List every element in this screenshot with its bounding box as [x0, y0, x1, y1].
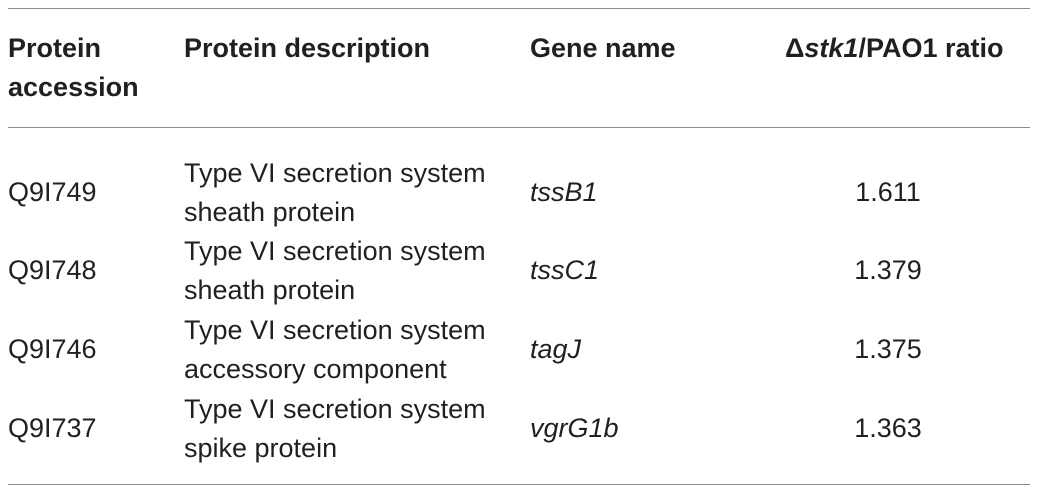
header-protein-description: Protein description	[184, 33, 431, 63]
table-header-row: Protein accession Protein description Ge…	[8, 9, 1030, 127]
cell-accession: Q9I746	[8, 334, 97, 364]
cell-description: Type VI secretion system sheath protein	[184, 232, 486, 310]
cell-ratio: 1.363	[854, 413, 922, 443]
cell-ratio: 1.611	[855, 177, 921, 207]
cell-gene: vgrG1b	[530, 413, 619, 443]
header-accession-line-1: Protein	[8, 33, 102, 63]
table-row: Q9I748 Type VI secretion system sheath p…	[8, 232, 1030, 310]
table-bottom-rule	[8, 484, 1030, 485]
cell-description: Type VI secretion system accessory compo…	[184, 311, 486, 389]
header-gene-name: Gene name	[530, 33, 676, 63]
header-ratio-delta: Δ	[785, 33, 805, 63]
cell-gene: tssB1	[530, 177, 598, 207]
cell-accession: Q9I737	[8, 413, 97, 443]
header-ratio-gene: stk1	[804, 33, 859, 63]
cell-description-line-1: Type VI secretion system	[184, 394, 486, 424]
header-ratio-suffix: /PAO1 ratio	[858, 33, 1004, 63]
cell-ratio: 1.379	[854, 255, 922, 285]
table-row: Q9I737 Type VI secretion system spike pr…	[8, 390, 1030, 468]
cell-description-line-2: sheath protein	[184, 275, 356, 305]
cell-description: Type VI secretion system spike protein	[184, 390, 486, 468]
table-header-rule	[8, 127, 1030, 128]
header-protein-accession: Protein accession	[8, 29, 139, 107]
table-top-rule	[8, 8, 1030, 9]
table-row: Q9I746 Type VI secretion system accessor…	[8, 311, 1030, 389]
cell-accession: Q9I749	[8, 177, 97, 207]
cell-description-line-1: Type VI secretion system	[184, 315, 486, 345]
cell-accession: Q9I748	[8, 255, 97, 285]
cell-gene: tagJ	[530, 334, 582, 364]
cell-ratio: 1.375	[854, 334, 922, 364]
cell-description-line-1: Type VI secretion system	[184, 236, 486, 266]
table-body: Q9I749 Type VI secretion system sheath p…	[8, 128, 1030, 484]
table-row: Q9I749 Type VI secretion system sheath p…	[8, 154, 1030, 232]
cell-gene: tssC1	[530, 255, 600, 285]
cell-description: Type VI secretion system sheath protein	[184, 154, 486, 232]
cell-description-line-2: spike protein	[184, 433, 338, 463]
cell-description-line-2: accessory component	[184, 354, 447, 384]
cell-description-line-1: Type VI secretion system	[184, 158, 486, 188]
header-accession-line-2: accession	[8, 72, 139, 102]
header-ratio: Δstk1/PAO1 ratio	[785, 29, 1004, 68]
protein-table: Protein accession Protein description Ge…	[8, 8, 1030, 485]
cell-description-line-2: sheath protein	[184, 197, 356, 227]
